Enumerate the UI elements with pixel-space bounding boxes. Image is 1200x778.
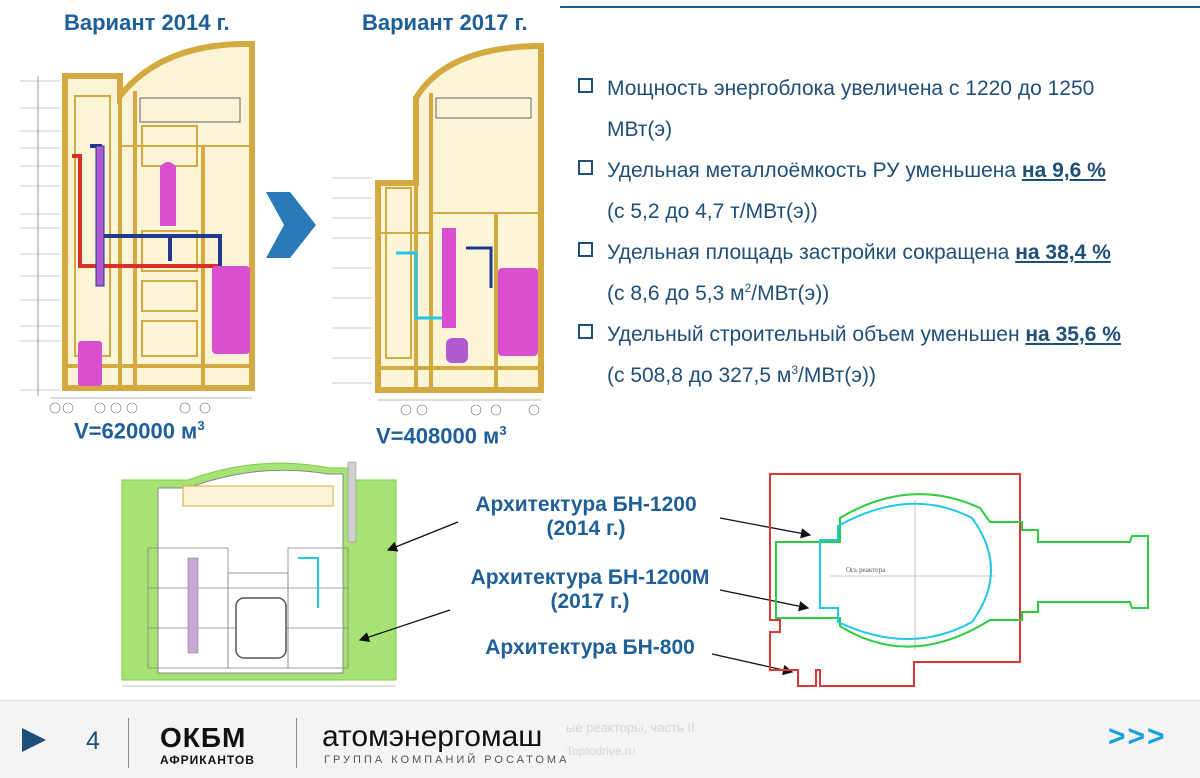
architecture-overlay-drawing (121, 461, 397, 687)
checkbox-bullet-icon (578, 78, 593, 93)
plan-overlay-drawing: Ось реактора (769, 473, 1149, 687)
detail-pre: (с 508,8 до 327,5 м (607, 364, 792, 387)
bullet-power: Мощность энергоблока увеличена с 1220 до… (578, 68, 1198, 109)
bullet-area: Удельная площадь застройки сокращена на … (578, 232, 1198, 273)
comparison-arrow-icon (266, 192, 316, 258)
reactor-axis-label: Ось реактора (846, 566, 886, 574)
bullet-highlight: на 38,4 % (1015, 241, 1111, 264)
section-drawing-2014 (20, 41, 255, 414)
detail-sup: 3 (791, 363, 798, 377)
arch-label-bn1200m: Архитектура БН-1200М(2017 г.) (440, 566, 740, 614)
bullet-text: Мощность энергоблока увеличена с 1220 до… (607, 77, 1095, 100)
checkbox-bullet-icon (578, 160, 593, 175)
detail-post: /МВт(э)) (751, 282, 830, 305)
volume-2017-sup: 3 (499, 423, 507, 438)
arch-label-line2: (2017 г.) (550, 590, 630, 613)
watermark-url: Toptodrive.ru (566, 744, 636, 758)
footer-bar (0, 700, 1200, 778)
volume-2014-value: V=620000 м (74, 418, 198, 444)
bullet-metal: Удельная металлоёмкость РУ уменьшена на … (578, 150, 1198, 191)
bullet-text: Удельный строительный объем уменьшен (607, 323, 1026, 346)
arch-label-line1: Архитектура БН-800 (485, 636, 695, 659)
footer-divider (128, 718, 129, 768)
next-slide-button[interactable]: >>> (1108, 720, 1167, 753)
volume-2014-sup: 3 (197, 418, 205, 433)
checkbox-bullet-icon (578, 324, 593, 339)
detail-post: /МВт(э)) (798, 364, 876, 387)
watermark-text: ые реакторы, часть II (566, 720, 695, 735)
arch-label-line2: (2014 г.) (546, 517, 626, 540)
checkbox-bullet-icon (578, 242, 593, 257)
play-icon[interactable] (22, 728, 46, 752)
bullet-metal-detail: (с 5,2 до 4,7 т/МВт(э)) (607, 200, 818, 223)
slide-number: 4 (86, 727, 100, 755)
variant-2014-title: Вариант 2014 г. (64, 10, 230, 35)
footer-divider (296, 718, 297, 768)
header-rule (560, 6, 1200, 8)
bullet-text: Удельная металлоёмкость РУ уменьшена (607, 159, 1022, 182)
arch-label-line1: Архитектура БН-1200 (475, 493, 697, 516)
arch-label-line1: Архитектура БН-1200М (470, 566, 710, 589)
detail-pre: (с 8,6 до 5,3 м (607, 282, 745, 305)
atomenergomash-subtitle: ГРУППА КОМПАНИЙ РОСАТОМА (324, 754, 570, 766)
improvements-list: Мощность энергоблока увеличена с 1220 до… (578, 68, 1198, 396)
bullet-highlight: на 35,6 % (1025, 323, 1121, 346)
okbm-logo: ОКБМ (160, 722, 247, 753)
variant-2017-title: Вариант 2017 г. (362, 10, 528, 35)
leader-lines (358, 517, 812, 676)
volume-2017: V=408000 м3 (376, 423, 507, 449)
bullet-power-detail: МВт(э) (607, 118, 673, 141)
arch-label-bn800: Архитектура БН-800 (460, 636, 720, 660)
atomenergomash-logo: атомэнергомаш (322, 720, 543, 753)
detail-sup: 2 (744, 281, 752, 295)
bullet-volume-detail: (с 508,8 до 327,5 м3/МВт(э)) (578, 355, 1198, 396)
volume-2017-value: V=408000 м (376, 423, 500, 449)
bullet-volume: Удельный строительный объем уменьшен на … (578, 314, 1198, 355)
volume-2014: V=620000 м3 (74, 418, 205, 444)
bullet-text: Удельная площадь застройки сокращена (607, 241, 1016, 264)
bullet-area-detail: (с 8,6 до 5,3 м2/МВт(э)) (578, 273, 1198, 314)
arch-label-bn1200: Архитектура БН-1200(2014 г.) (446, 493, 726, 541)
okbm-logo-subtitle: АФРИКАНТОВ (160, 753, 255, 767)
bullet-highlight: на 9,6 % (1021, 159, 1106, 182)
section-drawing-2017 (332, 43, 544, 416)
